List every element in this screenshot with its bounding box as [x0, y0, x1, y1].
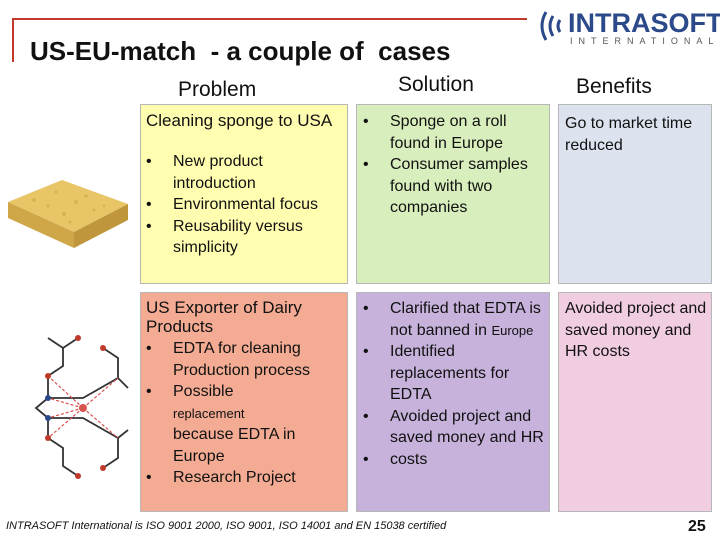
logo-subtitle: INTERNATIONAL	[570, 36, 720, 46]
bullet-icon: •	[363, 300, 369, 317]
logo-wordmark: INTRASOFT	[568, 8, 720, 38]
title-frame-top	[12, 18, 527, 20]
column-header-problem: Problem	[178, 78, 257, 101]
case1-solution-box: •Sponge on a roll found in Europe •Consu…	[356, 104, 550, 284]
list-item: •Avoided project and saved money and HR	[363, 407, 544, 447]
list-item: •EDTA for cleaning Production process	[146, 340, 310, 379]
case1-benefit-text: Go to market time reduced	[565, 115, 693, 154]
case1-problem-title: Cleaning sponge to USA	[146, 111, 333, 130]
bullet-icon: •	[146, 469, 152, 486]
case1-problem-list: •New product introduction •Environmental…	[146, 151, 336, 259]
case2-benefit-box: Avoided project and saved money and HR c…	[558, 292, 712, 512]
list-item: •Consumer samples found with two compani…	[363, 156, 528, 216]
bullet-icon: •	[146, 153, 152, 170]
column-header-solution: Solution	[398, 73, 474, 96]
title-frame-left	[12, 18, 14, 62]
list-item: •Reusability versus simplicity	[146, 217, 303, 257]
sponge-image	[8, 180, 128, 248]
bullet-icon: •	[363, 407, 369, 425]
list-item: because EDTA in Europe	[173, 426, 296, 465]
list-item: •Environmental focus	[146, 194, 336, 216]
bullet-icon: •	[146, 340, 152, 357]
case2-problem-list: •EDTA for cleaning Production process •P…	[146, 338, 338, 489]
case2-problem-box: US Exporter of Dairy Products •EDTA for …	[140, 292, 348, 512]
slide-title: US-EU-match - a couple of cases	[30, 36, 451, 66]
bullet-icon: •	[363, 343, 369, 360]
bullet-icon: •	[146, 383, 152, 400]
case2-problem-title: US Exporter of Dairy Products	[146, 298, 302, 336]
case2-benefit-text: Avoided project and saved money and HR c…	[565, 300, 707, 360]
list-item: •costs	[363, 449, 545, 471]
bullet-icon: •	[363, 156, 369, 173]
bullet-icon: •	[146, 217, 152, 235]
column-header-benefits: Benefits	[576, 75, 652, 98]
list-item: replacement	[173, 405, 245, 421]
bullet-icon: •	[146, 196, 152, 213]
case2-solution-list: •Clarified that EDTA is not banned in Eu…	[363, 298, 545, 470]
list-item: •Sponge on a roll found in Europe	[363, 113, 507, 152]
case1-benefit-box: Go to market time reduced	[558, 104, 712, 284]
list-item: •Identified replacements for EDTA	[363, 343, 510, 403]
bullet-icon: •	[363, 450, 369, 468]
list-item: •Possible	[146, 381, 338, 403]
case1-solution-list: •Sponge on a roll found in Europe •Consu…	[363, 111, 541, 219]
bullet-icon: •	[363, 113, 369, 130]
footer-certification: INTRASOFT International is ISO 9001 2000…	[6, 520, 447, 532]
intrasoft-logo: INTRASOFT INTERNATIONAL	[540, 6, 720, 46]
page-number: 25	[688, 518, 706, 535]
edta-molecule-image	[34, 335, 129, 479]
logo-mark-icon	[540, 11, 562, 41]
list-item: •New product introduction	[146, 153, 263, 192]
case1-problem-box: Cleaning sponge to USA •New product intr…	[140, 104, 348, 284]
case2-solution-box: •Clarified that EDTA is not banned in Eu…	[356, 292, 550, 512]
list-item: •Clarified that EDTA is not banned in Eu…	[363, 300, 541, 339]
list-item: •Research Project	[146, 467, 338, 489]
